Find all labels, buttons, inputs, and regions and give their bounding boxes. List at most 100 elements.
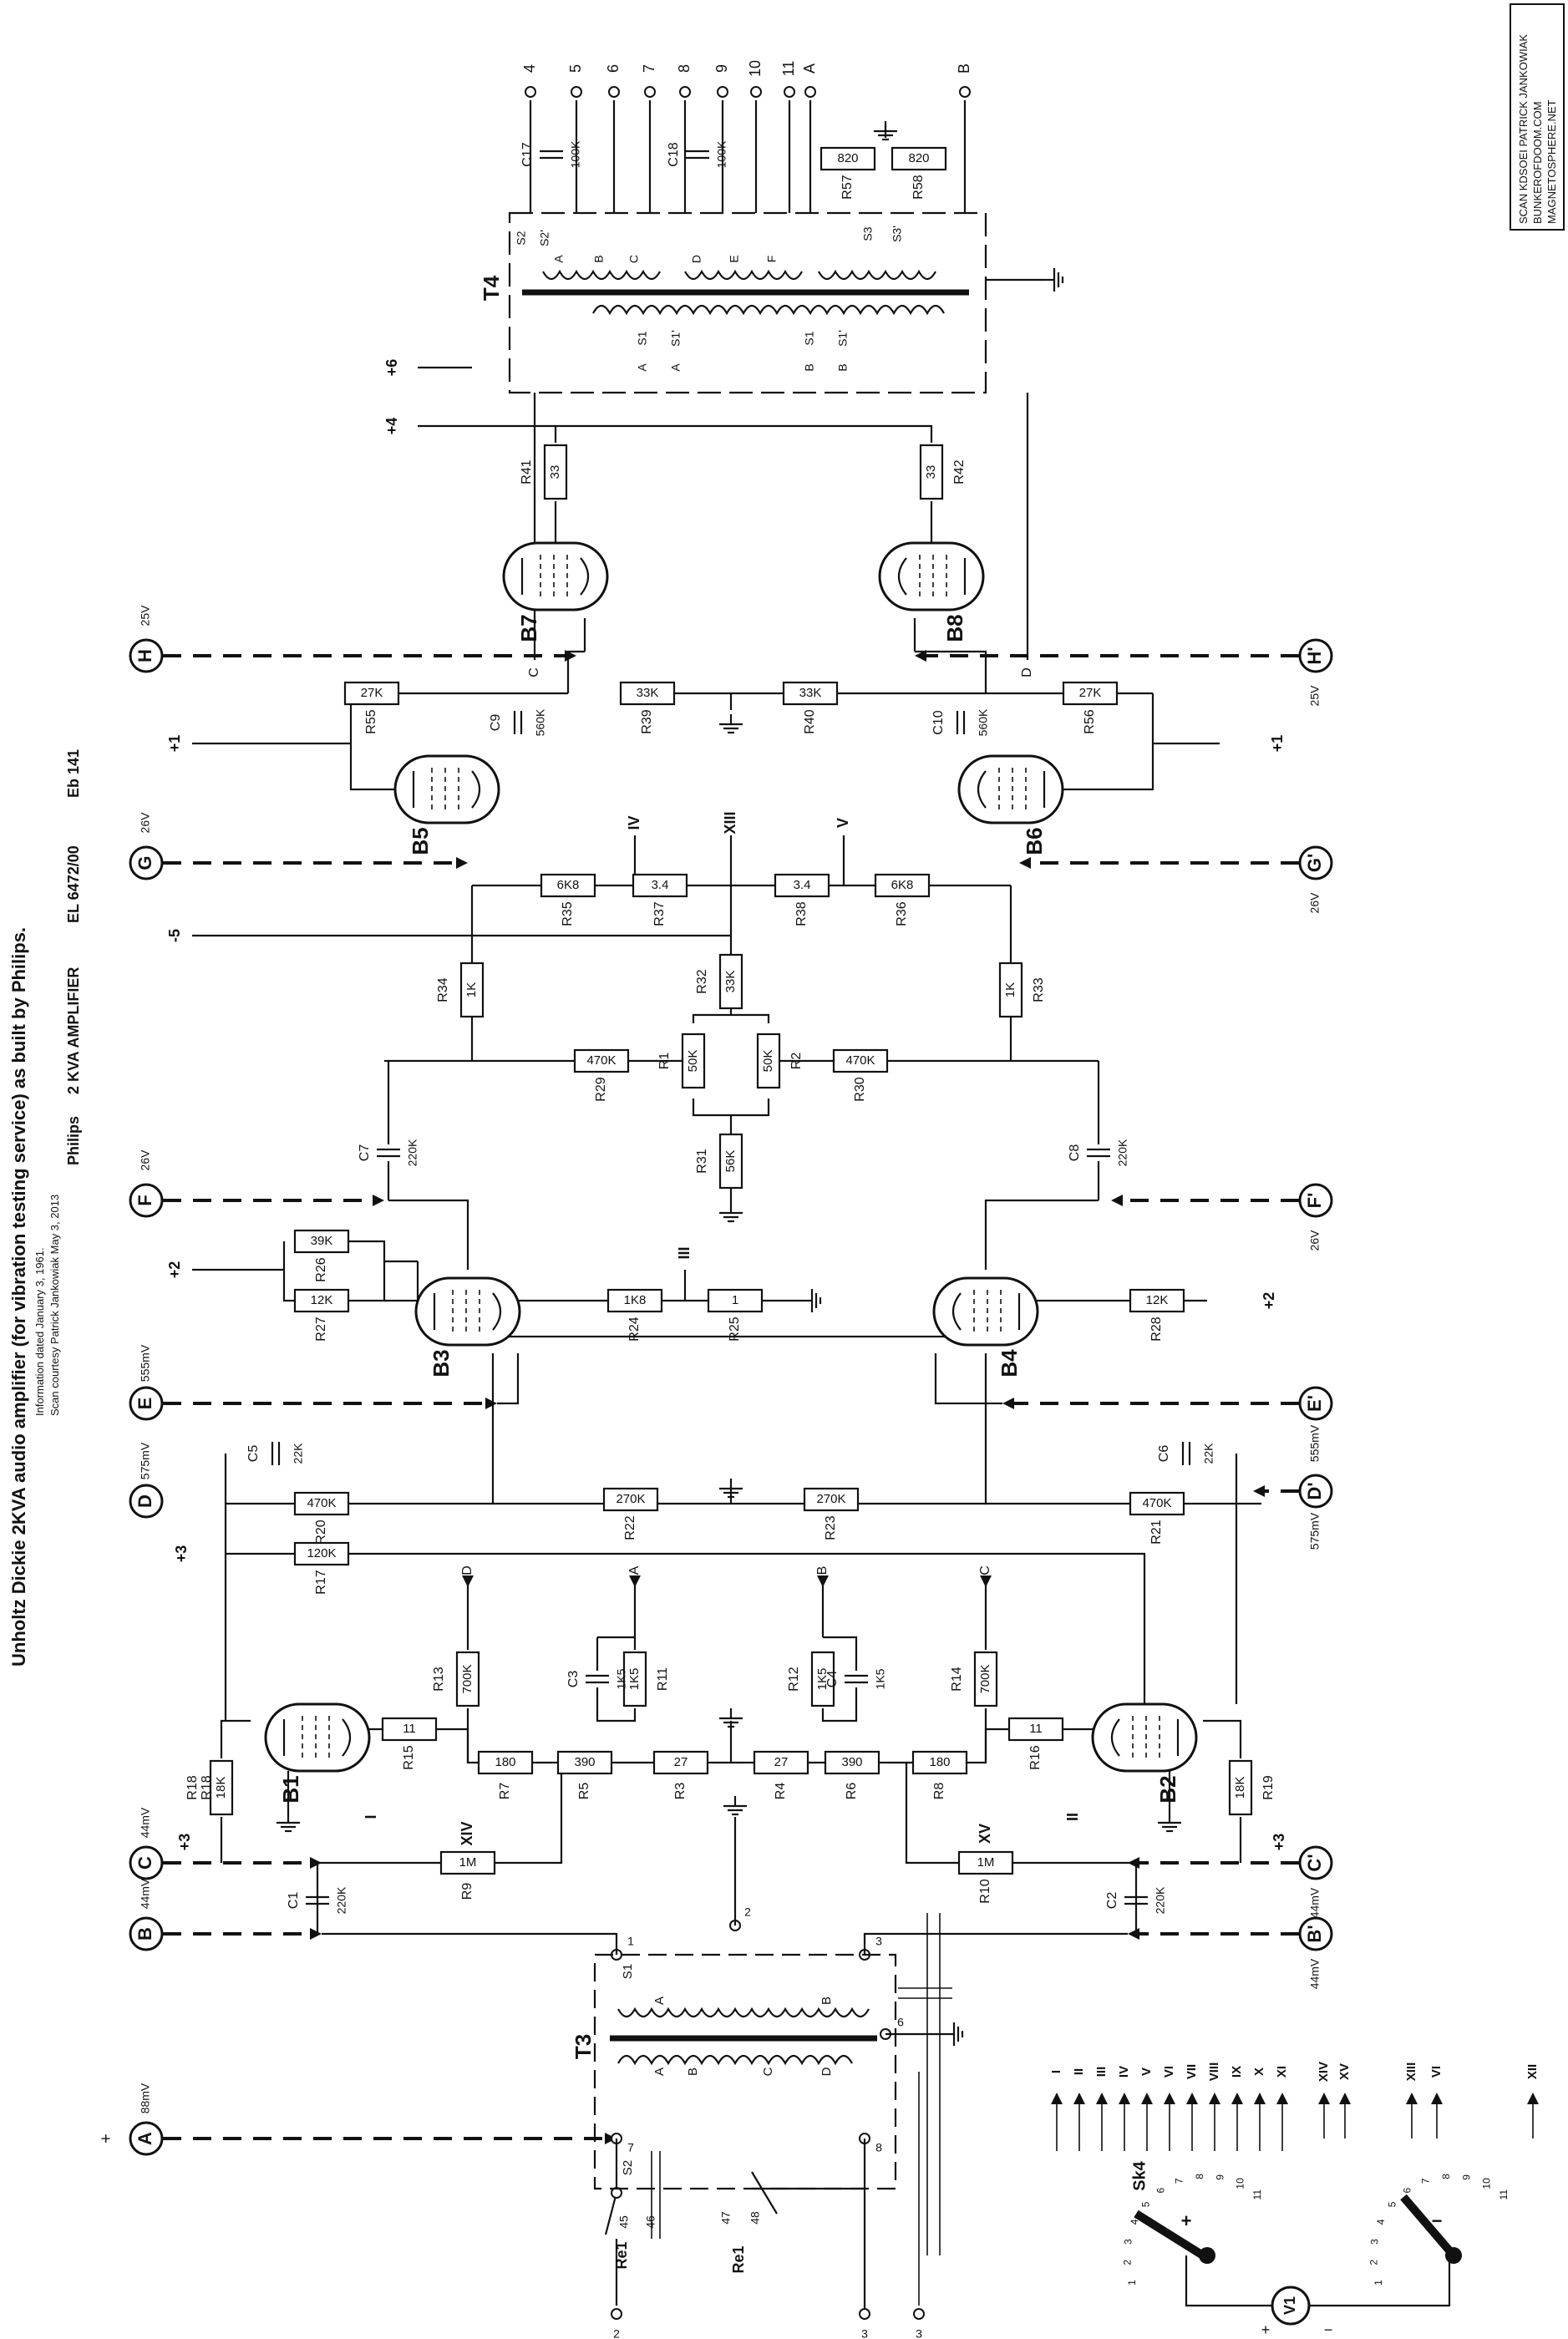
test-point-f: F [129,1183,164,1218]
meter-position-label: IV [1117,2066,1131,2078]
supply-label: -5 [166,929,183,942]
wire [348,1552,1146,1704]
resistor-value: 270K [816,1492,845,1506]
label: 7 [627,2141,634,2154]
resistor-value: 33K [637,686,659,700]
resistor-ref: R40 [803,709,817,733]
label: 6 [1155,2188,1167,2194]
terminal [644,86,656,98]
t3-label: T3 [571,2034,596,2059]
resistor-r32: 33K [718,953,743,1010]
tap-label: 6 [605,64,622,73]
component-labels: 88mV+44mV44mV575mV555mV26V26V25V44mV44mV… [97,60,1540,2339]
label: D [1020,667,1034,677]
resistor-value: 390 [841,1755,862,1769]
meter-position-label: X [1252,2068,1266,2076]
tube-b7 [502,541,609,611]
credit-line-2: BUNKEROFDOOM.COM [1530,101,1544,224]
resistor-value: 33K [799,686,822,700]
test-point-label: F [134,1195,155,1205]
capacitor-c5 [271,1442,281,1465]
resistor-ref: R38 [794,901,809,926]
winding-label: S2 [621,2160,635,2175]
t3-shield [593,1953,897,2190]
resistor-value: 27 [674,1755,688,1769]
meter-position-label: I [1049,2070,1063,2073]
resistor-value: 470K [845,1053,875,1068]
arrow-head [1406,2093,1418,2104]
capacitor-ref: C10 [931,710,946,734]
voltmeter [1271,2286,1311,2326]
capacitor-c3 [586,1674,609,1684]
arrow-head [915,650,926,662]
resistor-value: 50K [686,1050,700,1073]
wire [823,1636,858,1671]
resistor-r31: 56K [718,1133,743,1190]
terminal [608,86,620,98]
label: D [460,1565,474,1575]
capacitor-value: 1K5 [874,1668,887,1689]
wire [692,1013,770,1023]
meter-position-label: VI [1429,2066,1444,2078]
tap-label: 9 [713,64,730,73]
tube-label: B2 [1155,1775,1180,1803]
arrow-head [980,1575,992,1587]
label: S1 [636,331,649,345]
resistor-ref: R7 [498,1783,512,1800]
ground-icon [1158,1813,1181,1833]
label: 2 [1122,2260,1134,2265]
resistor-r38: 3.4 [774,873,830,898]
test-point-e: E [129,1386,164,1421]
label: B [836,363,850,371]
terminal [571,86,582,98]
resistor-ref: R28 [1149,1317,1164,1341]
wire [348,1353,495,1505]
capacitor-c18 [686,150,709,160]
capacitor-c9 [513,711,523,734]
label: 1 [1126,2280,1138,2286]
resistor-r22: 270K [602,1487,659,1512]
eb-text: Eb 141 [65,748,82,798]
ground-icon [802,1289,822,1312]
label: B [803,363,816,371]
resistor-ref: R4 [774,1783,788,1800]
label: 9 [1215,2174,1226,2180]
test-point-d: D [129,1484,164,1519]
tap-label: A [801,63,818,74]
arrow-head [1253,1485,1265,1497]
resistor-r36: 6K8 [874,873,931,898]
label: 6 [1402,2188,1413,2194]
label: 6 [897,2016,904,2029]
tap-label: 11 [780,61,797,77]
label: A [627,1565,642,1575]
label: 48 [748,2211,762,2225]
terminal [804,86,816,98]
terminal [913,2308,925,2320]
circuit-wiring [192,86,1539,2320]
ground-icon [723,1796,747,1816]
wire [495,1763,563,1865]
label: D [690,255,703,263]
resistor-value: 27K [361,686,383,700]
test-point-label: C' [1304,1854,1325,1871]
test-point-level: 25V [139,605,152,627]
test-point-level: 26V [1308,892,1322,914]
terminal [750,86,762,98]
resistor-value: 1K5 [815,1668,830,1691]
tap-label: B [956,63,972,74]
label: B [815,1566,830,1575]
resistor-r35: 6K8 [540,873,596,898]
tube-b5 [393,754,500,824]
resistor-ref: R22 [623,1515,637,1540]
resistor-ref: R57 [840,175,855,199]
resistor-ref: R8 [932,1783,946,1800]
wire [436,1728,479,1764]
resistor-value: 3.4 [794,878,811,892]
resistor-ref: R55 [364,709,378,733]
resistor-ref: R35 [561,901,575,926]
arrow-head [1073,2093,1085,2104]
test-point-ep: E' [1298,1386,1333,1421]
label: A [636,363,649,372]
resistor-r56: 27K [1062,681,1119,706]
